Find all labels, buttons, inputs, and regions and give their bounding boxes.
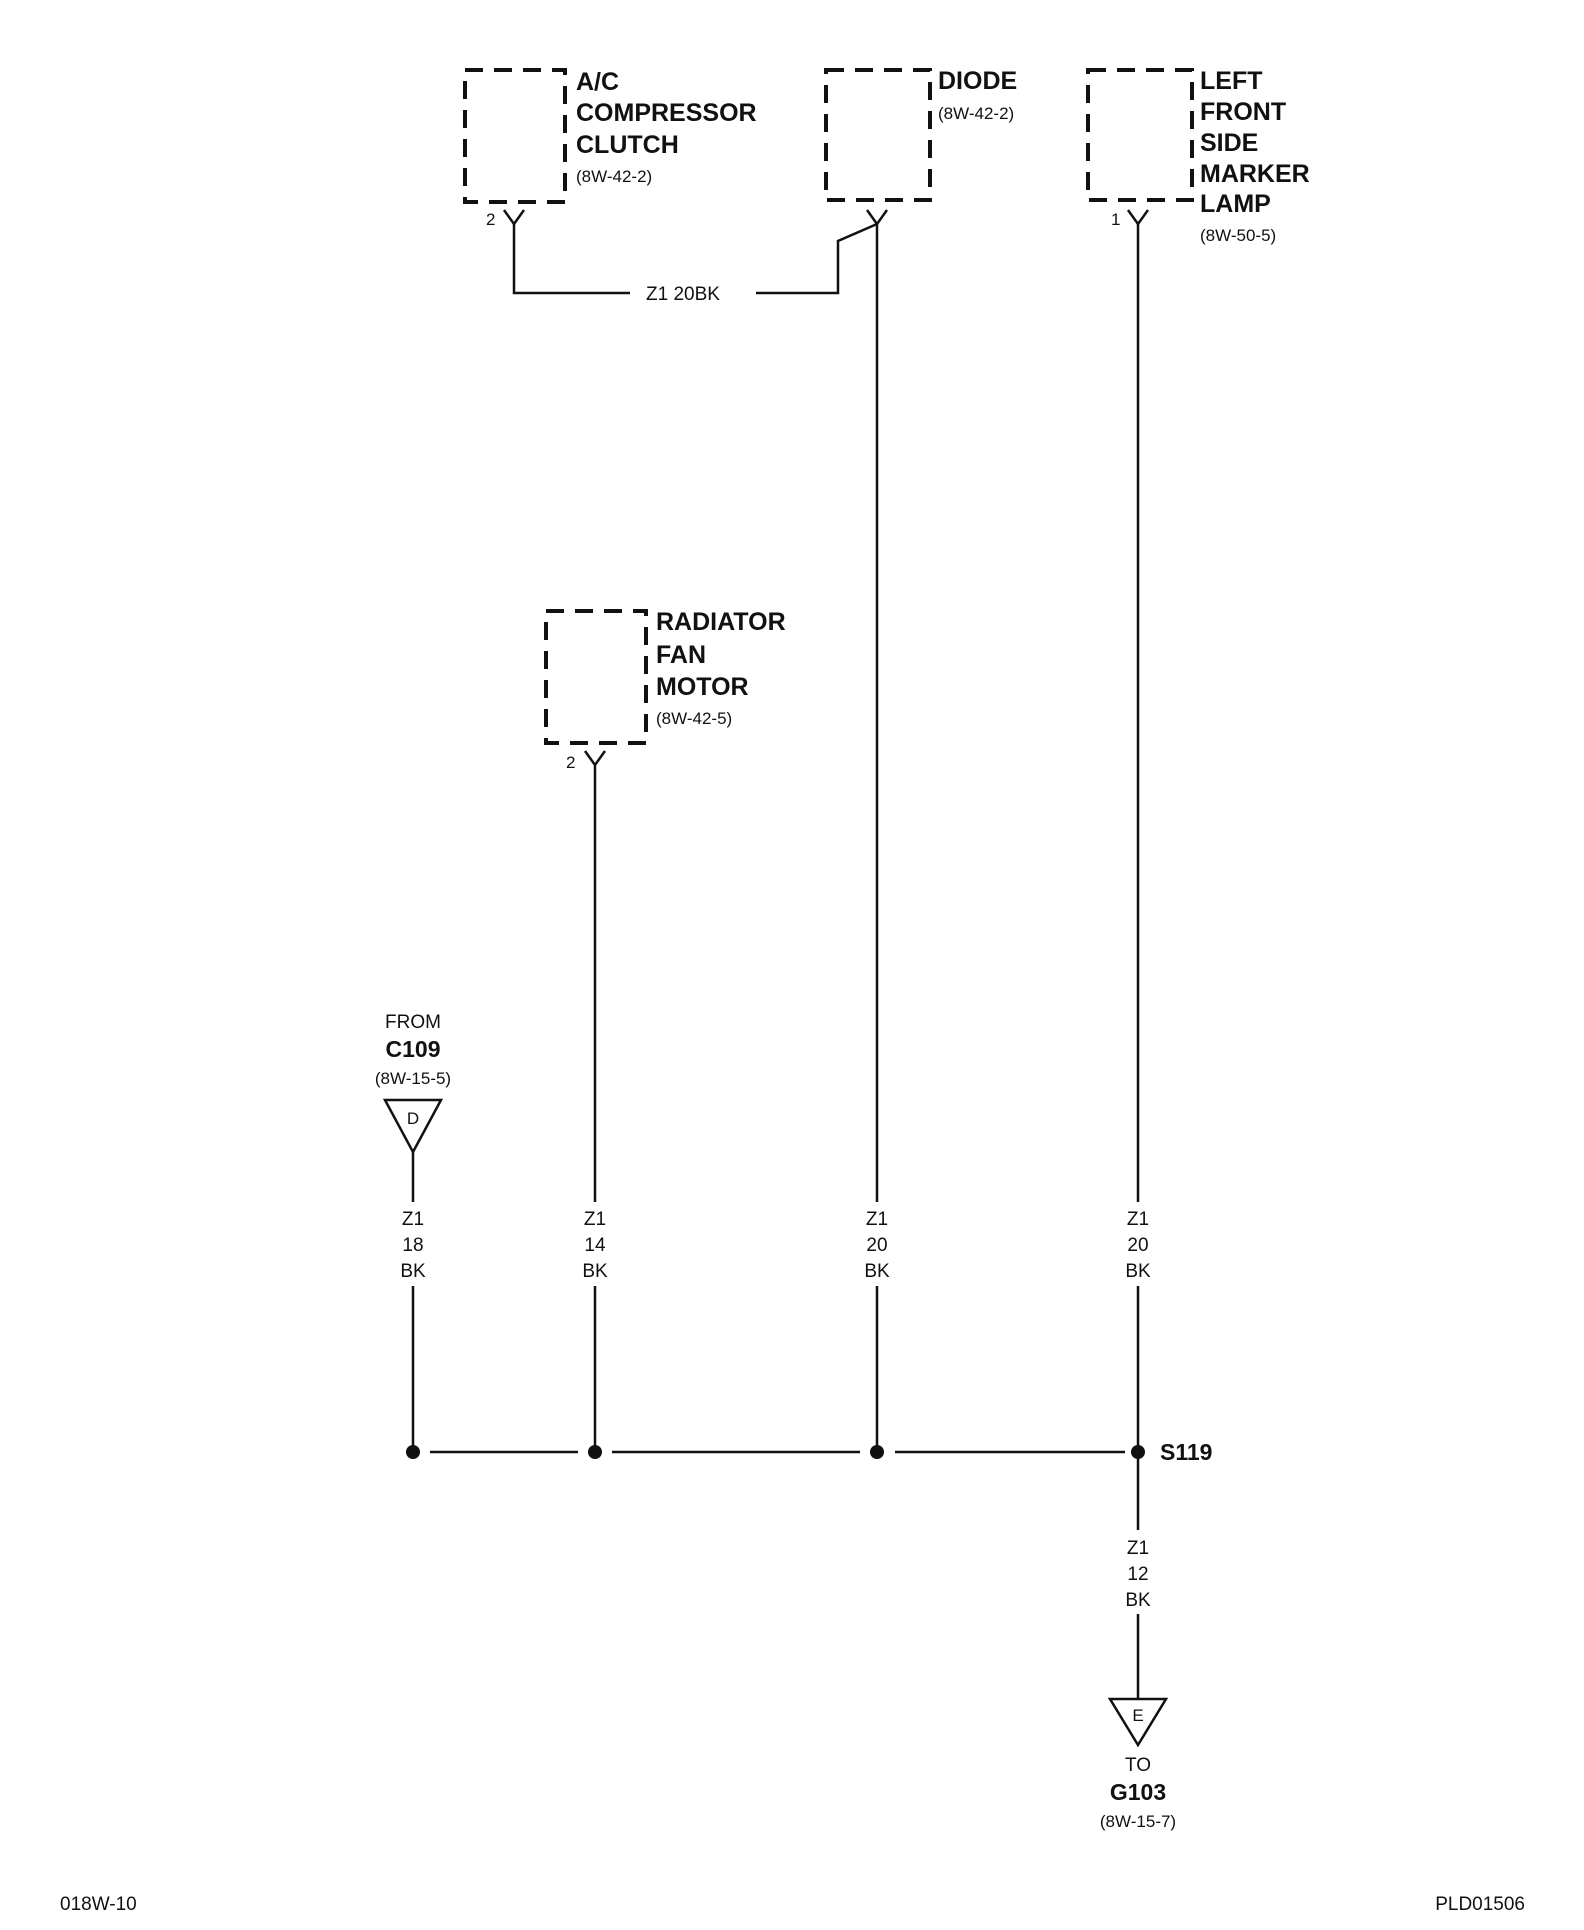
footer-figure-id: PLD01506 bbox=[1435, 1894, 1525, 1915]
g103-triangle-connector-icon bbox=[1107, 1697, 1169, 1748]
component-diode: DIODE (8W-42-2) bbox=[824, 67, 1017, 227]
ac-clutch-label-line-2: COMPRESSOR bbox=[576, 99, 757, 127]
g103-ref: (8W-15-7) bbox=[1100, 1812, 1176, 1831]
svg-text:Z1: Z1 bbox=[1127, 1538, 1149, 1559]
g103-name: G103 bbox=[1110, 1779, 1166, 1805]
marker-lamp-label-line-2: FRONT bbox=[1200, 98, 1286, 126]
ac-clutch-ref: (8W-42-2) bbox=[576, 167, 652, 186]
wire-label-diode: Z1 20 BK bbox=[864, 1209, 890, 1282]
svg-text:Z1: Z1 bbox=[866, 1209, 888, 1230]
ac-clutch-label-line-3: CLUTCH bbox=[576, 131, 679, 159]
fan-motor-pin-connector-icon bbox=[583, 750, 607, 768]
splice-node-s119 bbox=[1131, 1445, 1145, 1459]
g103-letter: E bbox=[1132, 1706, 1143, 1725]
component-radiator-fan-motor: RADIATOR FAN MOTOR (8W-42-5) 2 bbox=[544, 608, 786, 772]
c109-triangle-connector-icon bbox=[382, 1098, 444, 1155]
svg-text:12: 12 bbox=[1127, 1564, 1148, 1585]
diode-label: DIODE bbox=[938, 67, 1017, 95]
svg-text:18: 18 bbox=[402, 1235, 423, 1256]
diode-ref: (8W-42-2) bbox=[938, 104, 1014, 123]
wire-label-marker-lamp: Z1 20 BK bbox=[1125, 1209, 1151, 1282]
svg-text:BK: BK bbox=[1125, 1590, 1151, 1611]
svg-text:20: 20 bbox=[866, 1235, 887, 1256]
footer-page-code: 018W-10 bbox=[60, 1894, 137, 1915]
splice-node-fan-motor bbox=[588, 1445, 602, 1459]
ac-clutch-pin-connector-icon bbox=[502, 209, 526, 227]
c109-prefix: FROM bbox=[385, 1012, 441, 1033]
g103-prefix: TO bbox=[1125, 1755, 1151, 1776]
svg-text:BK: BK bbox=[400, 1261, 426, 1282]
svg-text:BK: BK bbox=[864, 1261, 890, 1282]
splice-node-c109 bbox=[406, 1445, 420, 1459]
svg-text:Z1: Z1 bbox=[1127, 1209, 1149, 1230]
fan-motor-label-line-2: FAN bbox=[656, 641, 706, 669]
marker-lamp-label-line-4: MARKER bbox=[1200, 160, 1310, 188]
ac-clutch-dashed-box bbox=[463, 68, 567, 204]
top-wire-label: Z1 20BK bbox=[646, 284, 720, 305]
component-ac-compressor-clutch: A/C COMPRESSOR CLUTCH (8W-42-2) 2 bbox=[463, 68, 757, 229]
wire-ac-to-diode: Z1 20BK bbox=[512, 222, 878, 305]
splice-node-diode bbox=[870, 1445, 884, 1459]
fan-motor-pin-number: 2 bbox=[566, 753, 575, 772]
marker-lamp-label-line-3: SIDE bbox=[1200, 129, 1258, 157]
svg-text:BK: BK bbox=[582, 1261, 608, 1282]
c109-ref: (8W-15-5) bbox=[375, 1069, 451, 1088]
connector-from-c109: FROM C109 (8W-15-5) D bbox=[375, 1012, 451, 1155]
marker-lamp-label-line-1: LEFT bbox=[1200, 67, 1263, 95]
fan-motor-ref: (8W-42-5) bbox=[656, 709, 732, 728]
marker-lamp-pin-number: 1 bbox=[1111, 210, 1120, 229]
component-left-front-side-marker-lamp: LEFT FRONT SIDE MARKER LAMP (8W-50-5) 1 bbox=[1086, 67, 1310, 245]
svg-text:Z1: Z1 bbox=[584, 1209, 606, 1230]
ac-clutch-pin-number: 2 bbox=[486, 210, 495, 229]
svg-text:20: 20 bbox=[1127, 1235, 1148, 1256]
svg-text:14: 14 bbox=[584, 1235, 606, 1256]
fan-motor-label-line-1: RADIATOR bbox=[656, 608, 786, 636]
wire-diode-segment bbox=[756, 222, 878, 295]
marker-lamp-ref: (8W-50-5) bbox=[1200, 226, 1276, 245]
fan-motor-dashed-box bbox=[544, 609, 648, 745]
wire-ac-segment bbox=[512, 224, 630, 295]
c109-name: C109 bbox=[386, 1036, 441, 1062]
splice-label: S119 bbox=[1160, 1439, 1212, 1465]
wire-label-ground: Z1 12 BK bbox=[1125, 1538, 1151, 1611]
svg-text:Z1: Z1 bbox=[402, 1209, 424, 1230]
diode-pin-connector-icon bbox=[865, 209, 889, 227]
ac-clutch-label-line-1: A/C bbox=[576, 68, 619, 96]
marker-lamp-dashed-box bbox=[1086, 68, 1194, 202]
connector-to-g103: E TO G103 (8W-15-7) bbox=[1100, 1697, 1176, 1831]
marker-lamp-label-line-5: LAMP bbox=[1200, 190, 1271, 218]
c109-letter: D bbox=[407, 1109, 419, 1128]
fan-motor-label-line-3: MOTOR bbox=[656, 673, 749, 701]
marker-lamp-pin-connector-icon bbox=[1126, 209, 1150, 227]
wire-label-fan-motor: Z1 14 BK bbox=[582, 1209, 608, 1282]
wire-label-c109: Z1 18 BK bbox=[400, 1209, 426, 1282]
diode-dashed-box bbox=[824, 68, 932, 202]
svg-text:BK: BK bbox=[1125, 1261, 1151, 1282]
splice-bus: S119 bbox=[406, 1439, 1212, 1465]
